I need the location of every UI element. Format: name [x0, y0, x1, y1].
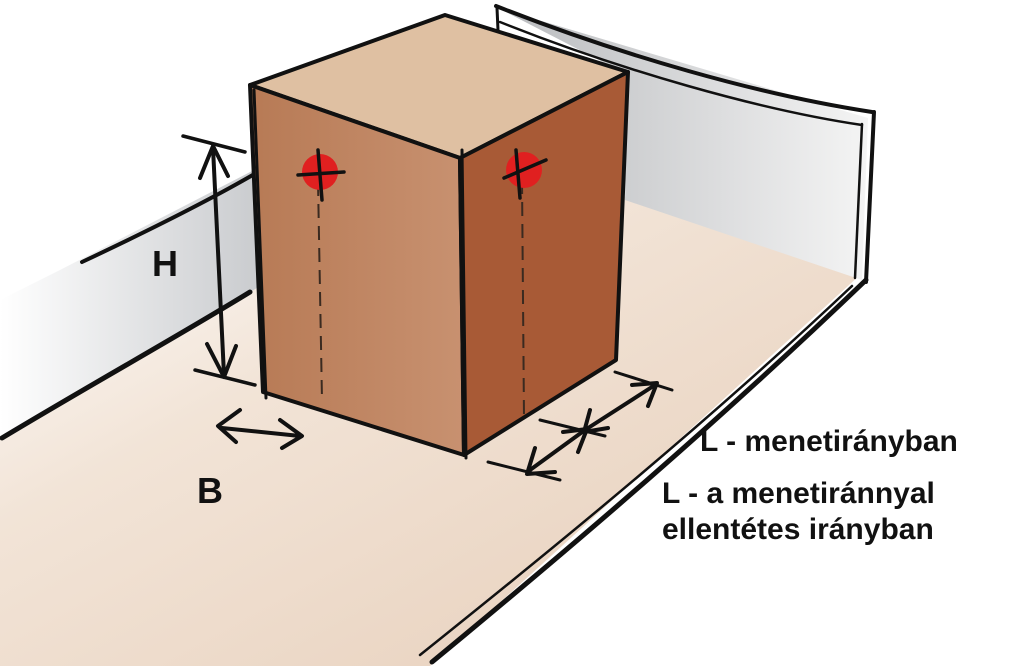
left-side-wall: [0, 168, 262, 440]
height-label: H: [152, 243, 178, 284]
length-dimension-arrows: [486, 370, 674, 482]
length-forward-label: L - menetirányban: [700, 425, 958, 458]
back-wall-top-edge-inner: [498, 20, 864, 127]
center-line-side: [521, 179, 525, 419]
width-dimension-arrow: [216, 408, 304, 450]
floor-right-edge-inner: [418, 284, 854, 657]
double-arrow-icon: [198, 144, 238, 379]
crosshair-marker-icon: [502, 148, 548, 200]
back-wall-vertical-edge: [495, 6, 500, 32]
box-side-face: [458, 70, 630, 457]
height-dimension-arrow: [181, 134, 257, 387]
double-arrow-icon: [216, 408, 304, 450]
box-front-left-edge-sketch: [252, 88, 268, 400]
back-wall-corner-post-inner: [853, 122, 864, 280]
box-middle-edge-sketch: [460, 148, 468, 460]
length-reverse-label-line1: L - a menetiránnyal: [662, 477, 935, 510]
double-arrow-icon: [525, 427, 589, 476]
center-line-front: [317, 181, 323, 401]
double-arrow-icon: [582, 381, 659, 434]
back-wall: [498, 8, 868, 280]
width-label: B: [197, 470, 223, 511]
left-wall-top-edge: [80, 170, 260, 264]
back-wall-corner-post: [864, 110, 876, 284]
length-reverse-label-line2: ellentétes irányban: [662, 513, 934, 546]
back-wall-top-edge: [494, 4, 874, 114]
crosshair-marker-icon: [296, 148, 346, 202]
floor-right-edge: [429, 277, 869, 665]
length-reverse-label: L - a menetiránnyal ellentétes irányban: [662, 476, 935, 548]
